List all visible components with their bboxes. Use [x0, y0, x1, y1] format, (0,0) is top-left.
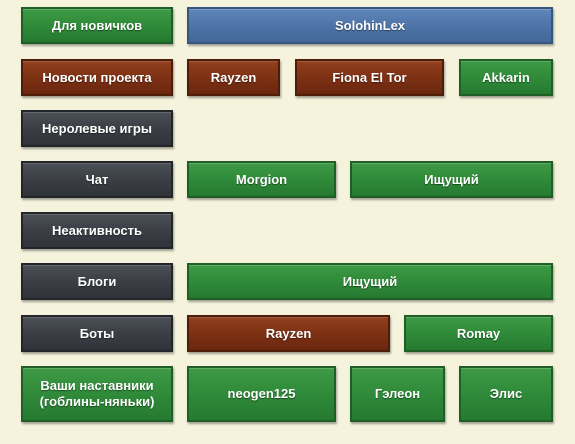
section-project-news[interactable]: Новости проекта	[21, 59, 173, 96]
moderator-ishushchiy-chat[interactable]: Ищущий	[350, 161, 553, 198]
moderator-akkarin[interactable]: Akkarin	[459, 59, 553, 96]
mentor-elis[interactable]: Элис	[459, 366, 553, 422]
moderator-romay[interactable]: Romay	[404, 315, 553, 352]
section-nonrp-games[interactable]: Неролевые игры	[21, 110, 173, 147]
moderator-rayzen-news[interactable]: Rayzen	[187, 59, 280, 96]
moderator-ishushchiy-blogs[interactable]: Ищущий	[187, 263, 553, 300]
moderator-solohinlex[interactable]: SolohinLex	[187, 7, 553, 44]
mentor-neogen125[interactable]: neogen125	[187, 366, 336, 422]
moderator-morgion[interactable]: Morgion	[187, 161, 336, 198]
moderator-rayzen-bots[interactable]: Rayzen	[187, 315, 390, 352]
moderator-fiona-el-tor[interactable]: Fiona El Tor	[295, 59, 444, 96]
section-mentors[interactable]: Ваши наставники (гоблины-няньки)	[21, 366, 173, 422]
mentor-galeon[interactable]: Гэлеон	[350, 366, 445, 422]
section-blogs[interactable]: Блоги	[21, 263, 173, 300]
section-inactivity[interactable]: Неактивность	[21, 212, 173, 249]
section-bots[interactable]: Боты	[21, 315, 173, 352]
section-newbies[interactable]: Для новичков	[21, 7, 173, 44]
section-chat[interactable]: Чат	[21, 161, 173, 198]
